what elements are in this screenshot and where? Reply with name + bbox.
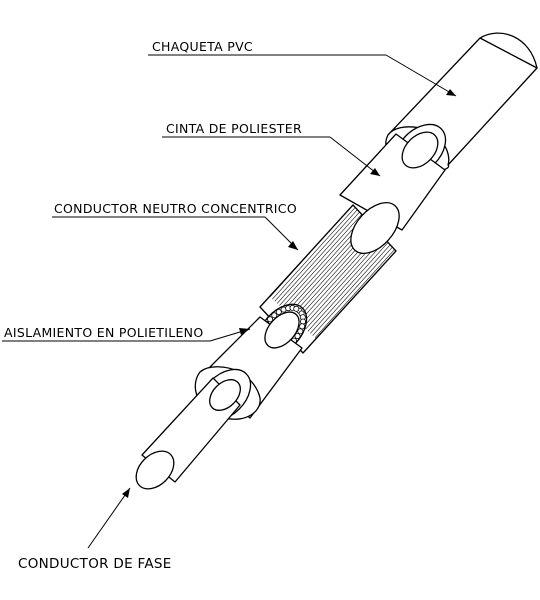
neutral-wire-line	[269, 205, 354, 298]
neutral-wire-line	[314, 245, 396, 338]
callout-aislamiento	[2, 328, 251, 342]
neutral-wire-line	[373, 299, 396, 353]
neutral-wire-line	[376, 301, 396, 353]
neutral-wire-line	[260, 205, 295, 244]
neutral-wire-line	[398, 321, 481, 413]
callout-neutro	[52, 216, 299, 251]
phase-conductor	[135, 377, 241, 490]
neutral-wire-line	[407, 329, 490, 421]
neutral-wire-line	[260, 205, 287, 238]
neutral-wire-line	[390, 314, 396, 353]
neutral-wire-strand	[275, 308, 282, 315]
neutral-wire-line	[369, 294, 396, 353]
neutral-wire-line	[260, 205, 283, 233]
neutral-wire-strand	[294, 333, 301, 340]
neutral-wire-line	[405, 327, 488, 419]
neutral-wire-line	[274, 209, 358, 302]
neutral-wire-line	[371, 297, 396, 353]
neutral-wire-line	[350, 277, 396, 353]
callout-chaqueta	[148, 54, 457, 97]
neutral-wire-strand	[267, 316, 274, 323]
neutral-wire-line	[366, 292, 396, 353]
neutral-wire-line	[385, 309, 396, 353]
polyester-tape	[339, 131, 446, 231]
neutral-wire-line	[392, 316, 396, 353]
neutral-wire-line	[281, 215, 366, 308]
neutral-wire-line	[260, 205, 318, 266]
neutral-wire-line	[364, 290, 396, 353]
callout-fase	[87, 487, 131, 549]
neutral-wire-line	[355, 281, 396, 353]
neutral-wire-line	[403, 325, 486, 417]
neutral-wire-line	[310, 241, 394, 334]
neutral-wire-strand	[299, 323, 306, 330]
label-cinta-poliester: CINTA DE POLIESTER	[166, 121, 302, 136]
neutral-wire-strand	[299, 318, 306, 325]
neutral-wire-line	[260, 205, 297, 246]
neutral-wire-line	[276, 211, 361, 304]
neutral-wire-line	[260, 205, 285, 236]
neutral-wire-line	[352, 279, 396, 353]
neutral-wire-line	[383, 307, 396, 353]
neutral-wire-line	[260, 205, 290, 240]
neutral-wire-line	[312, 243, 396, 336]
neutral-wire-line	[272, 206, 356, 300]
neutral-wire-line	[307, 239, 392, 332]
neutral-wire-line	[305, 236, 389, 330]
neutral-wire-line	[357, 284, 396, 353]
label-aislamiento: AISLAMIENTO EN POLIETILENO	[4, 325, 203, 340]
label-chaqueta-pvc: CHAQUETA PVC	[152, 39, 253, 54]
neutral-wire-strand	[271, 312, 278, 319]
callout-cinta	[162, 136, 381, 177]
label-conductor-neutro: CONDUCTOR NEUTRO CONCENTRICO	[54, 201, 297, 216]
neutral-wire-line	[260, 205, 292, 242]
neutral-wire-strand	[297, 328, 304, 335]
neutral-wire-line	[260, 205, 321, 268]
neutral-wire-line	[279, 213, 363, 306]
neutral-wire-line	[395, 318, 396, 353]
neutral-wire-line	[381, 305, 396, 353]
neutral-wire-line	[378, 303, 396, 353]
neutral-wire-line	[400, 323, 483, 415]
neutral-wire-line	[359, 286, 396, 353]
label-conductor-fase: CONDUCTOR DE FASE	[18, 556, 172, 572]
neutral-wire-line	[388, 312, 396, 353]
neutral-wire-line	[362, 288, 396, 353]
neutral-wire-strand	[293, 305, 300, 312]
neutral-wire-line	[410, 331, 493, 423]
